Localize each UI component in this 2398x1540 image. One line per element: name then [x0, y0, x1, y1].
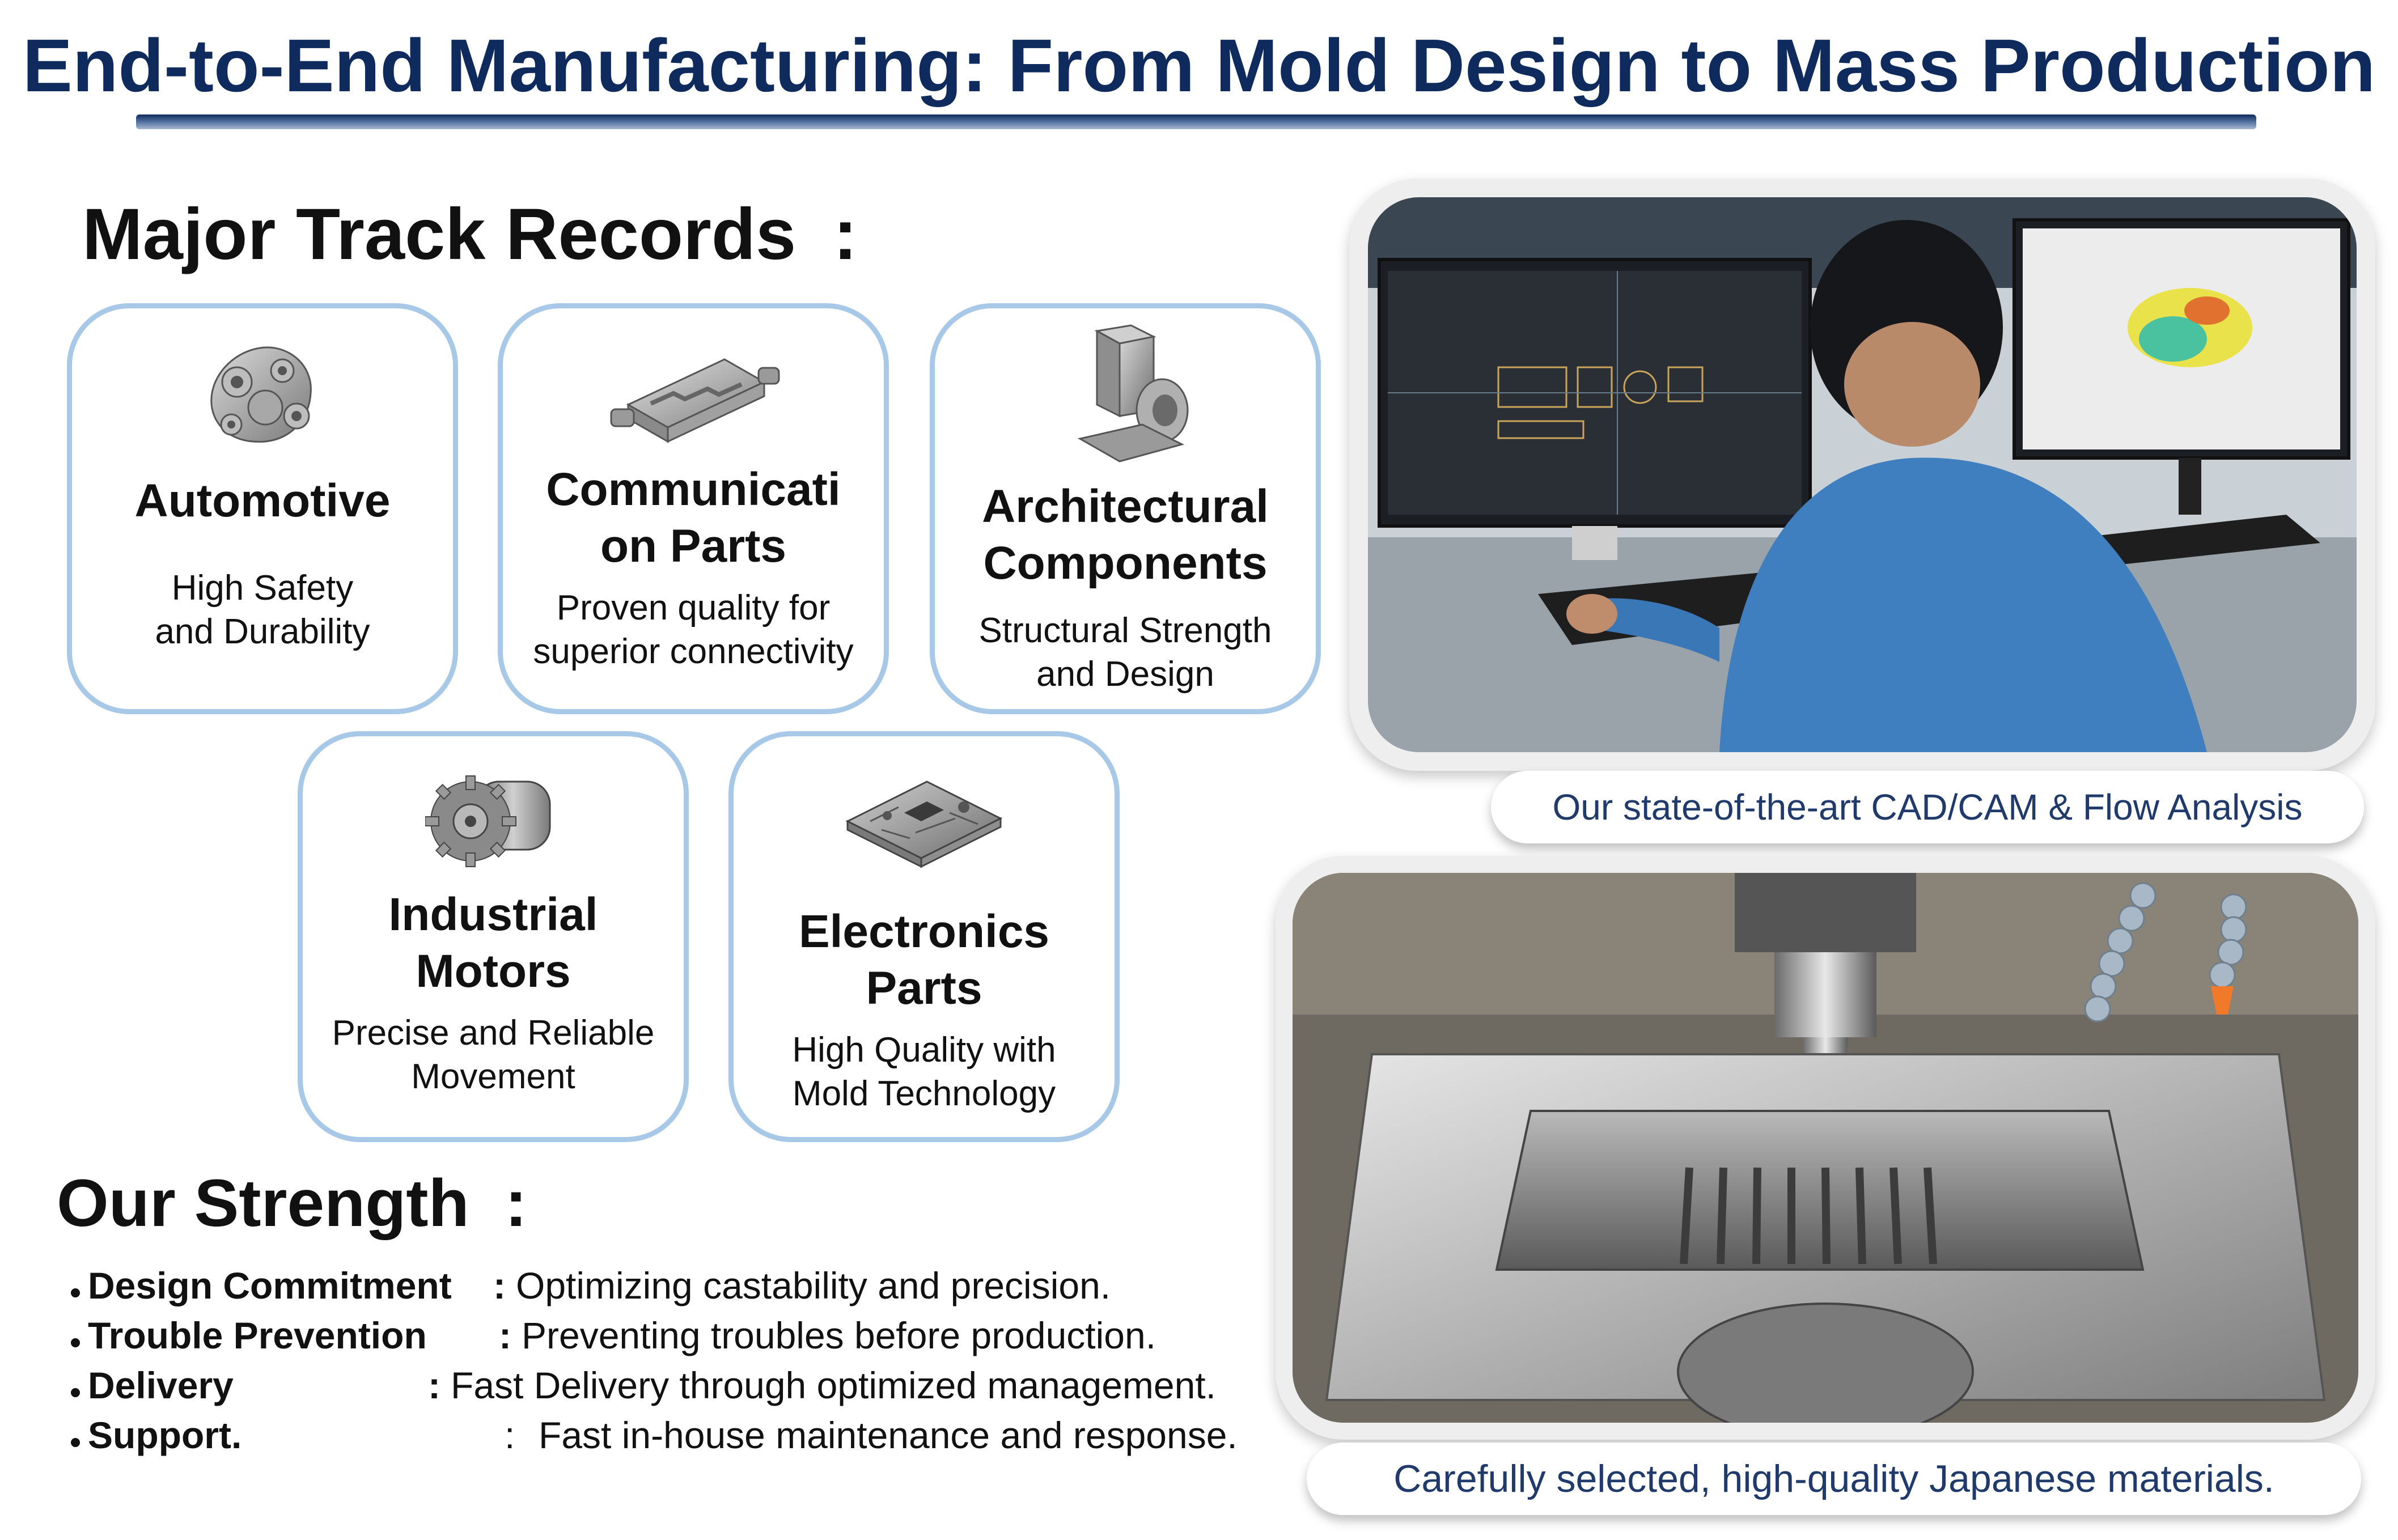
track-records-colon: :: [833, 194, 858, 275]
card-industrial-motors: Industrial Motors Precise and Reliable M…: [298, 731, 689, 1142]
card-subtitle-line: Proven quality for: [556, 588, 831, 627]
card-communication: Communicati on Parts Proven quality for …: [498, 303, 889, 714]
track-records-heading-text: Major Track Records: [82, 194, 796, 275]
bullet: ・: [57, 1373, 94, 1415]
electronics-board-icon: [845, 780, 1003, 868]
strength-colon: :: [505, 1166, 527, 1241]
track-records-heading: Major Track Records :: [82, 193, 857, 276]
card-subtitle: High Quality with Mold Technology: [745, 1028, 1103, 1115]
cnc-machining-photo: [1293, 873, 2358, 1423]
strength-key: Trouble Prevention: [88, 1314, 427, 1356]
card-subtitle-line: Movement: [411, 1057, 575, 1096]
card-title-line: Industrial: [388, 889, 598, 940]
bullet: ・: [57, 1323, 94, 1365]
communication-part-icon: [610, 358, 780, 443]
strength-desc: Optimizing castability and precision.: [516, 1265, 1111, 1306]
strength-key: Design Commitment: [88, 1265, 452, 1306]
card-title: Communicati on Parts: [514, 461, 872, 575]
strength-heading-text: Our Strength: [57, 1166, 469, 1241]
title-underline: [136, 114, 2256, 129]
cnc-caption: Carefully selected, high-quality Japanes…: [1307, 1443, 2361, 1515]
cnc-photo-frame: [1276, 856, 2375, 1440]
strength-key: Support.: [88, 1414, 242, 1456]
card-title: Architectural Components: [946, 478, 1304, 592]
strength-separator: :: [493, 1265, 506, 1306]
card-subtitle-line: Precise and Reliable: [332, 1013, 655, 1053]
card-subtitle-line: and Durability: [155, 612, 370, 651]
strength-desc: Fast in-house maintenance and response.: [539, 1414, 1238, 1456]
card-automotive: Automotive High Safety and Durability: [67, 303, 458, 714]
card-title-line: Motors: [416, 945, 571, 997]
card-subtitle: Precise and Reliable Movement: [314, 1011, 672, 1098]
card-title: Industrial Motors: [314, 886, 672, 1000]
strength-desc: Preventing troubles before production.: [522, 1314, 1156, 1356]
cad-workstation-photo: [1368, 197, 2357, 752]
cad-photo-frame: [1349, 179, 2375, 771]
bullet: ・: [57, 1423, 94, 1465]
card-title: Electronics Parts: [745, 903, 1103, 1017]
card-subtitle-line: Mold Technology: [792, 1074, 1056, 1113]
card-subtitle-line: High Safety: [171, 569, 354, 608]
cad-caption: Our state-of-the-art CAD/CAM & Flow Anal…: [1491, 771, 2364, 843]
card-title-line: Architectural: [982, 481, 1269, 532]
card-subtitle: High Safety and Durability: [83, 566, 442, 654]
card-architectural: Architectural Components Structural Stre…: [930, 303, 1321, 714]
strength-key: Delivery: [88, 1364, 234, 1406]
industrial-motor-icon: [425, 775, 551, 867]
card-subtitle-line: Structural Strength: [978, 611, 1272, 650]
card-subtitle: Proven quality for superior connectivity: [514, 586, 872, 673]
card-subtitle-line: High Quality with: [792, 1030, 1056, 1070]
strength-separator: :: [499, 1314, 511, 1356]
strength-separator: :: [428, 1364, 440, 1406]
card-electronics: Electronics Parts High Quality with Mold…: [728, 731, 1120, 1142]
card-subtitle-line: superior connectivity: [533, 632, 854, 671]
bullet: ・: [57, 1273, 94, 1315]
card-subtitle-line: and Design: [1036, 655, 1214, 694]
card-subtitle: Structural Strength and Design: [946, 609, 1304, 696]
strength-separator: :: [505, 1414, 515, 1456]
architectural-bracket-icon: [1077, 324, 1189, 463]
cad-workstation-illustration: [1368, 197, 2357, 752]
card-title-line: Automotive: [134, 475, 391, 527]
card-title: Automotive: [83, 473, 442, 529]
card-title-line: Components: [983, 537, 1268, 589]
card-title-line: on Parts: [600, 520, 787, 572]
card-title-line: Parts: [866, 962, 982, 1014]
card-title-line: Electronics: [798, 906, 1050, 957]
cnc-machining-illustration: [1293, 873, 2358, 1423]
card-title-line: Communicati: [546, 464, 841, 515]
page-title: End-to-End Manufacturing: From Mold Desi…: [22, 24, 2376, 107]
strength-heading: Our Strength :: [57, 1165, 527, 1242]
strength-desc: Fast Delivery through optimized manageme…: [451, 1364, 1216, 1406]
automotive-part-icon: [210, 346, 312, 443]
